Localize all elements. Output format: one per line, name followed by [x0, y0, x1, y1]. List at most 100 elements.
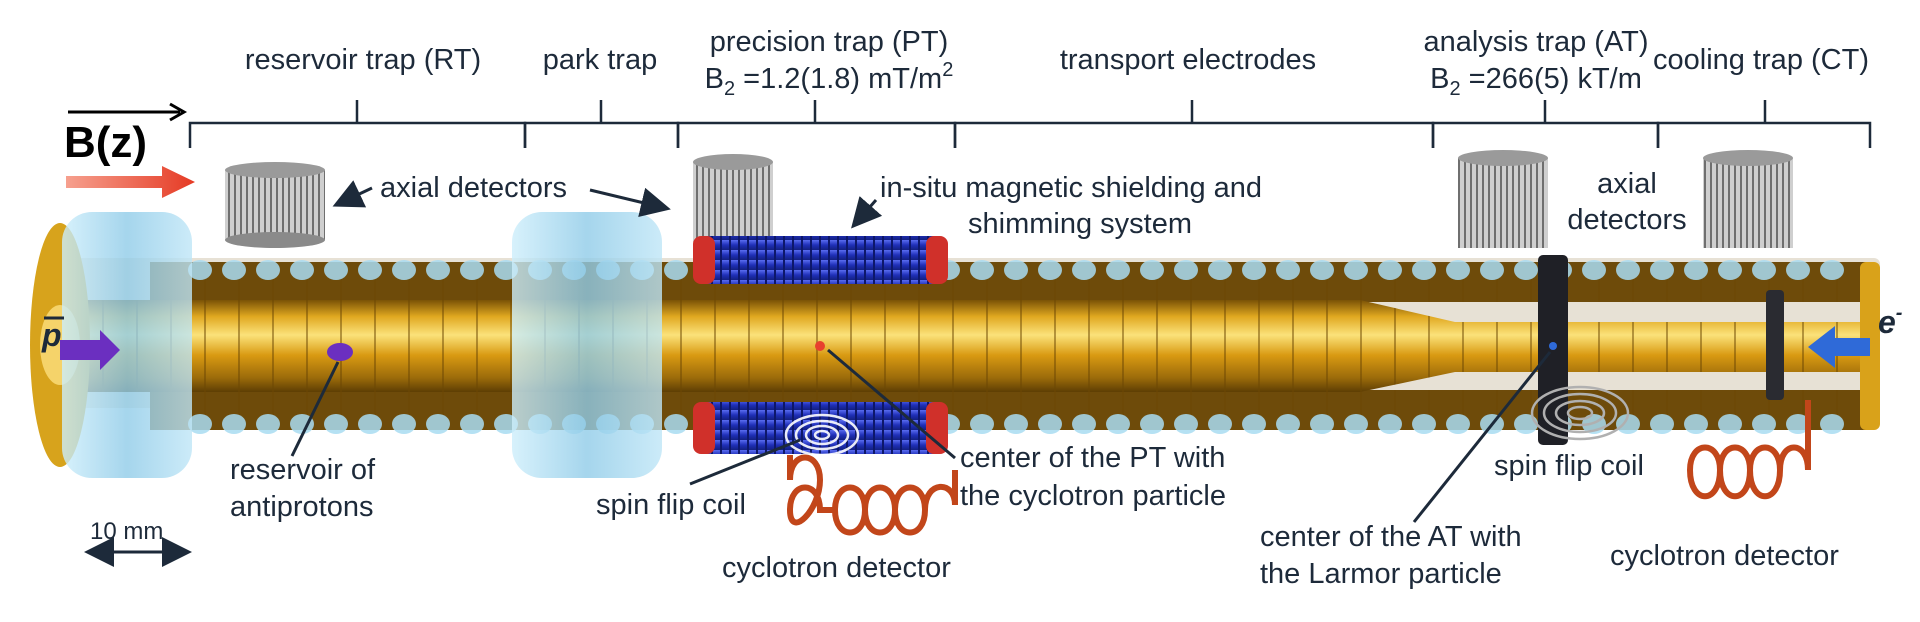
insulator-ring-top — [222, 260, 246, 280]
insulator-ring-bottom — [324, 414, 348, 434]
spin-flip-spiral-at — [1530, 385, 1630, 441]
center-pt-pointer — [827, 348, 956, 460]
insulator-ring-bottom — [1310, 414, 1334, 434]
brace-analysis — [1431, 100, 1660, 148]
electrode-stack — [40, 258, 1880, 434]
insulator-ring-bottom — [1038, 414, 1062, 434]
insulator-ring-top — [1174, 260, 1198, 280]
insulator-ring-bottom — [1140, 414, 1164, 434]
spin-flip-left-label: spin flip coil — [596, 489, 746, 521]
antiproton-injection-arrow — [60, 330, 120, 370]
center-at-label-line1: center of the AT with — [1260, 521, 1522, 553]
axial-left-pointer-1 — [332, 180, 373, 208]
brace-transport — [953, 100, 1435, 148]
insulator-ring-top — [1820, 260, 1844, 280]
center-pt-label-line2: the cyclotron particle — [960, 480, 1226, 512]
insulator-ring-top — [290, 260, 314, 280]
insulator-ring-bottom — [1650, 414, 1674, 434]
cyclotron-particle — [815, 341, 825, 351]
cyclotron-coil-right — [1687, 400, 1811, 500]
section-precision-label: precision trap (PT) — [710, 26, 949, 58]
axial-left-pointer-2 — [589, 187, 671, 217]
left-ring-pair — [62, 212, 192, 478]
b-field-direction-arrow — [66, 166, 195, 198]
insulator-ring-bottom — [256, 414, 280, 434]
insulator-ring-top — [1208, 260, 1232, 280]
vector-arrowhead — [169, 102, 188, 122]
drum-analysis — [1458, 150, 1548, 248]
insulator-ring-bottom — [188, 414, 212, 434]
axial-detectors-left-label: axial detectors — [380, 172, 567, 204]
center-pt-label-line1: center of the PT with — [960, 442, 1225, 474]
reservoir-pointer — [290, 361, 340, 457]
brace-reservoir — [188, 100, 527, 148]
in-situ-label-line2: shimming system — [968, 208, 1192, 240]
spin-flip-left-pointer — [689, 438, 801, 486]
brace-park — [523, 100, 680, 148]
insulator-ring-bottom — [426, 414, 450, 434]
insulator-ring-bottom — [1208, 414, 1232, 434]
insulator-ring-bottom — [1616, 414, 1640, 434]
insulator-ring-bottom — [1378, 414, 1402, 434]
axial-detectors-right-line2: detectors — [1567, 204, 1686, 236]
insulator-ring-top — [664, 260, 688, 280]
insulator-ring-top — [1004, 260, 1028, 280]
reservoir-label-line2: antiprotons — [230, 491, 374, 523]
cyclotron-coil-left — [786, 454, 958, 536]
insulator-ring-top — [1582, 260, 1606, 280]
drum-cooling — [1703, 150, 1793, 248]
spin-flip-spiral-pt — [784, 413, 860, 457]
antiproton-cloud — [327, 343, 353, 361]
insulator-ring-top — [1718, 260, 1742, 280]
insulator-ring-bottom — [358, 414, 382, 434]
insulator-ring-top — [1650, 260, 1674, 280]
insulator-ring-top — [1378, 260, 1402, 280]
insulator-ring-bottom — [392, 414, 416, 434]
section-transport-label: transport electrodes — [1060, 44, 1316, 76]
insulator-ring-top — [188, 260, 212, 280]
drum-left — [225, 162, 325, 248]
insulator-ring-top — [1310, 260, 1334, 280]
insulator-ring-bottom — [1718, 414, 1742, 434]
axial-detector-drums — [225, 150, 1793, 248]
insulator-ring-bottom — [1174, 414, 1198, 434]
insulator-ring-bottom — [460, 414, 484, 434]
insulator-ring-top — [1514, 260, 1538, 280]
center-at-pointer — [1412, 351, 1552, 523]
middle-ring-pair — [512, 212, 662, 478]
insulator-ring-top — [1752, 260, 1776, 280]
insulator-ring-top — [1038, 260, 1062, 280]
reservoir-label-line1: reservoir of — [230, 454, 376, 486]
section-reservoir-label: reservoir trap (RT) — [245, 44, 481, 76]
insulator-ring-bottom — [1684, 414, 1708, 434]
insulator-ring-top — [1276, 260, 1300, 280]
insulator-ring-bottom — [1446, 414, 1470, 434]
insulator-ring-bottom — [1344, 414, 1368, 434]
section-cooling-label: cooling trap (CT) — [1653, 44, 1869, 76]
insulator-ring-top — [970, 260, 994, 280]
insulator-ring-bottom — [1242, 414, 1266, 434]
section-analysis-label: analysis trap (AT) — [1423, 26, 1648, 58]
magnetic-field-indicator: B(z) — [64, 102, 195, 198]
insulator-ring-top — [1140, 260, 1164, 280]
gold-bore-segments — [40, 300, 1870, 392]
scale-bar-label: 10 mm — [90, 518, 163, 545]
insulator-ring-top — [1242, 260, 1266, 280]
antiproton-symbol: p — [41, 317, 62, 353]
electron-injection-arrow — [1808, 326, 1870, 368]
section-braces — [188, 100, 1872, 148]
insulator-ring-bottom — [1072, 414, 1096, 434]
insulator-ring-bottom — [1752, 414, 1776, 434]
insulator-ring-top — [1412, 260, 1436, 280]
insulator-ring-bottom — [1004, 414, 1028, 434]
in-situ-pointer — [851, 196, 883, 229]
insulator-ring-top — [324, 260, 348, 280]
shielding-coil-bottom — [693, 402, 948, 454]
insulator-ring-top — [1072, 260, 1096, 280]
center-at-label-line2: the Larmor particle — [1260, 558, 1502, 590]
insulator-ring-top — [358, 260, 382, 280]
insulator-ring-top — [1786, 260, 1810, 280]
insulator-ring-top — [1684, 260, 1708, 280]
